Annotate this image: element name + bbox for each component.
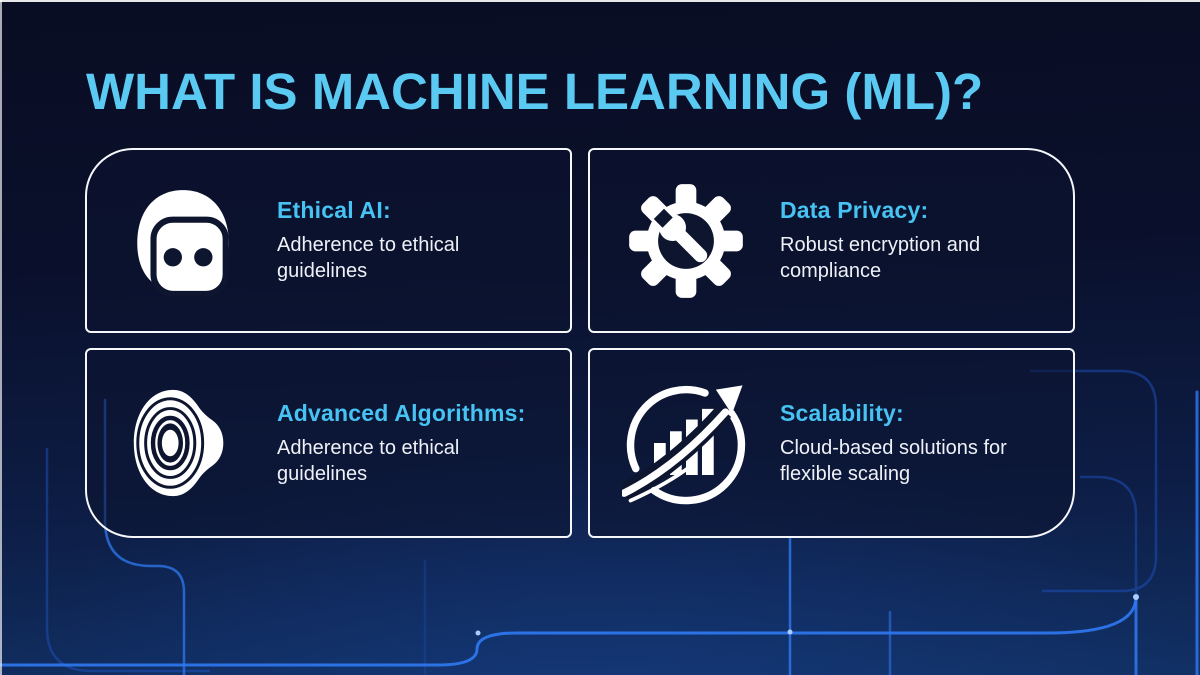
card-ethical-ai: Ethical AI: Adherence to ethical guideli…: [85, 148, 572, 333]
card-body: Robust encryption and compliance: [780, 234, 981, 282]
vortex-icon: [133, 389, 224, 497]
growth-arrow-icon: [622, 385, 746, 505]
card-body: Cloud-based solutions for flexible scali…: [780, 436, 1007, 485]
robot-icon: [137, 189, 229, 297]
card-scalability: Scalability: Cloud-based solutions for f…: [588, 348, 1075, 538]
card-heading: Data Privacy:: [780, 197, 929, 223]
card-advanced-algorithms: Advanced Algorithms: Adherence to ethica…: [85, 348, 572, 538]
slide-edge-highlight-left: [0, 0, 2, 675]
card-data-privacy: Data Privacy: Robust encryption and comp…: [588, 148, 1075, 333]
card-heading: Scalability:: [780, 399, 904, 426]
card-body: Adherence to ethical guidelines: [277, 436, 460, 485]
card-heading: Ethical AI:: [277, 197, 391, 223]
feature-card-grid: Ethical AI: Adherence to ethical guideli…: [85, 148, 1075, 538]
page-title: WHAT IS MACHINE LEARNING (ML)?: [86, 63, 984, 120]
slide-edge-highlight-top: [0, 0, 1200, 2]
card-body: Adherence to ethical guidelines: [277, 234, 460, 282]
card-heading: Advanced Algorithms:: [277, 399, 526, 426]
gear-wrench-icon: [629, 183, 743, 298]
